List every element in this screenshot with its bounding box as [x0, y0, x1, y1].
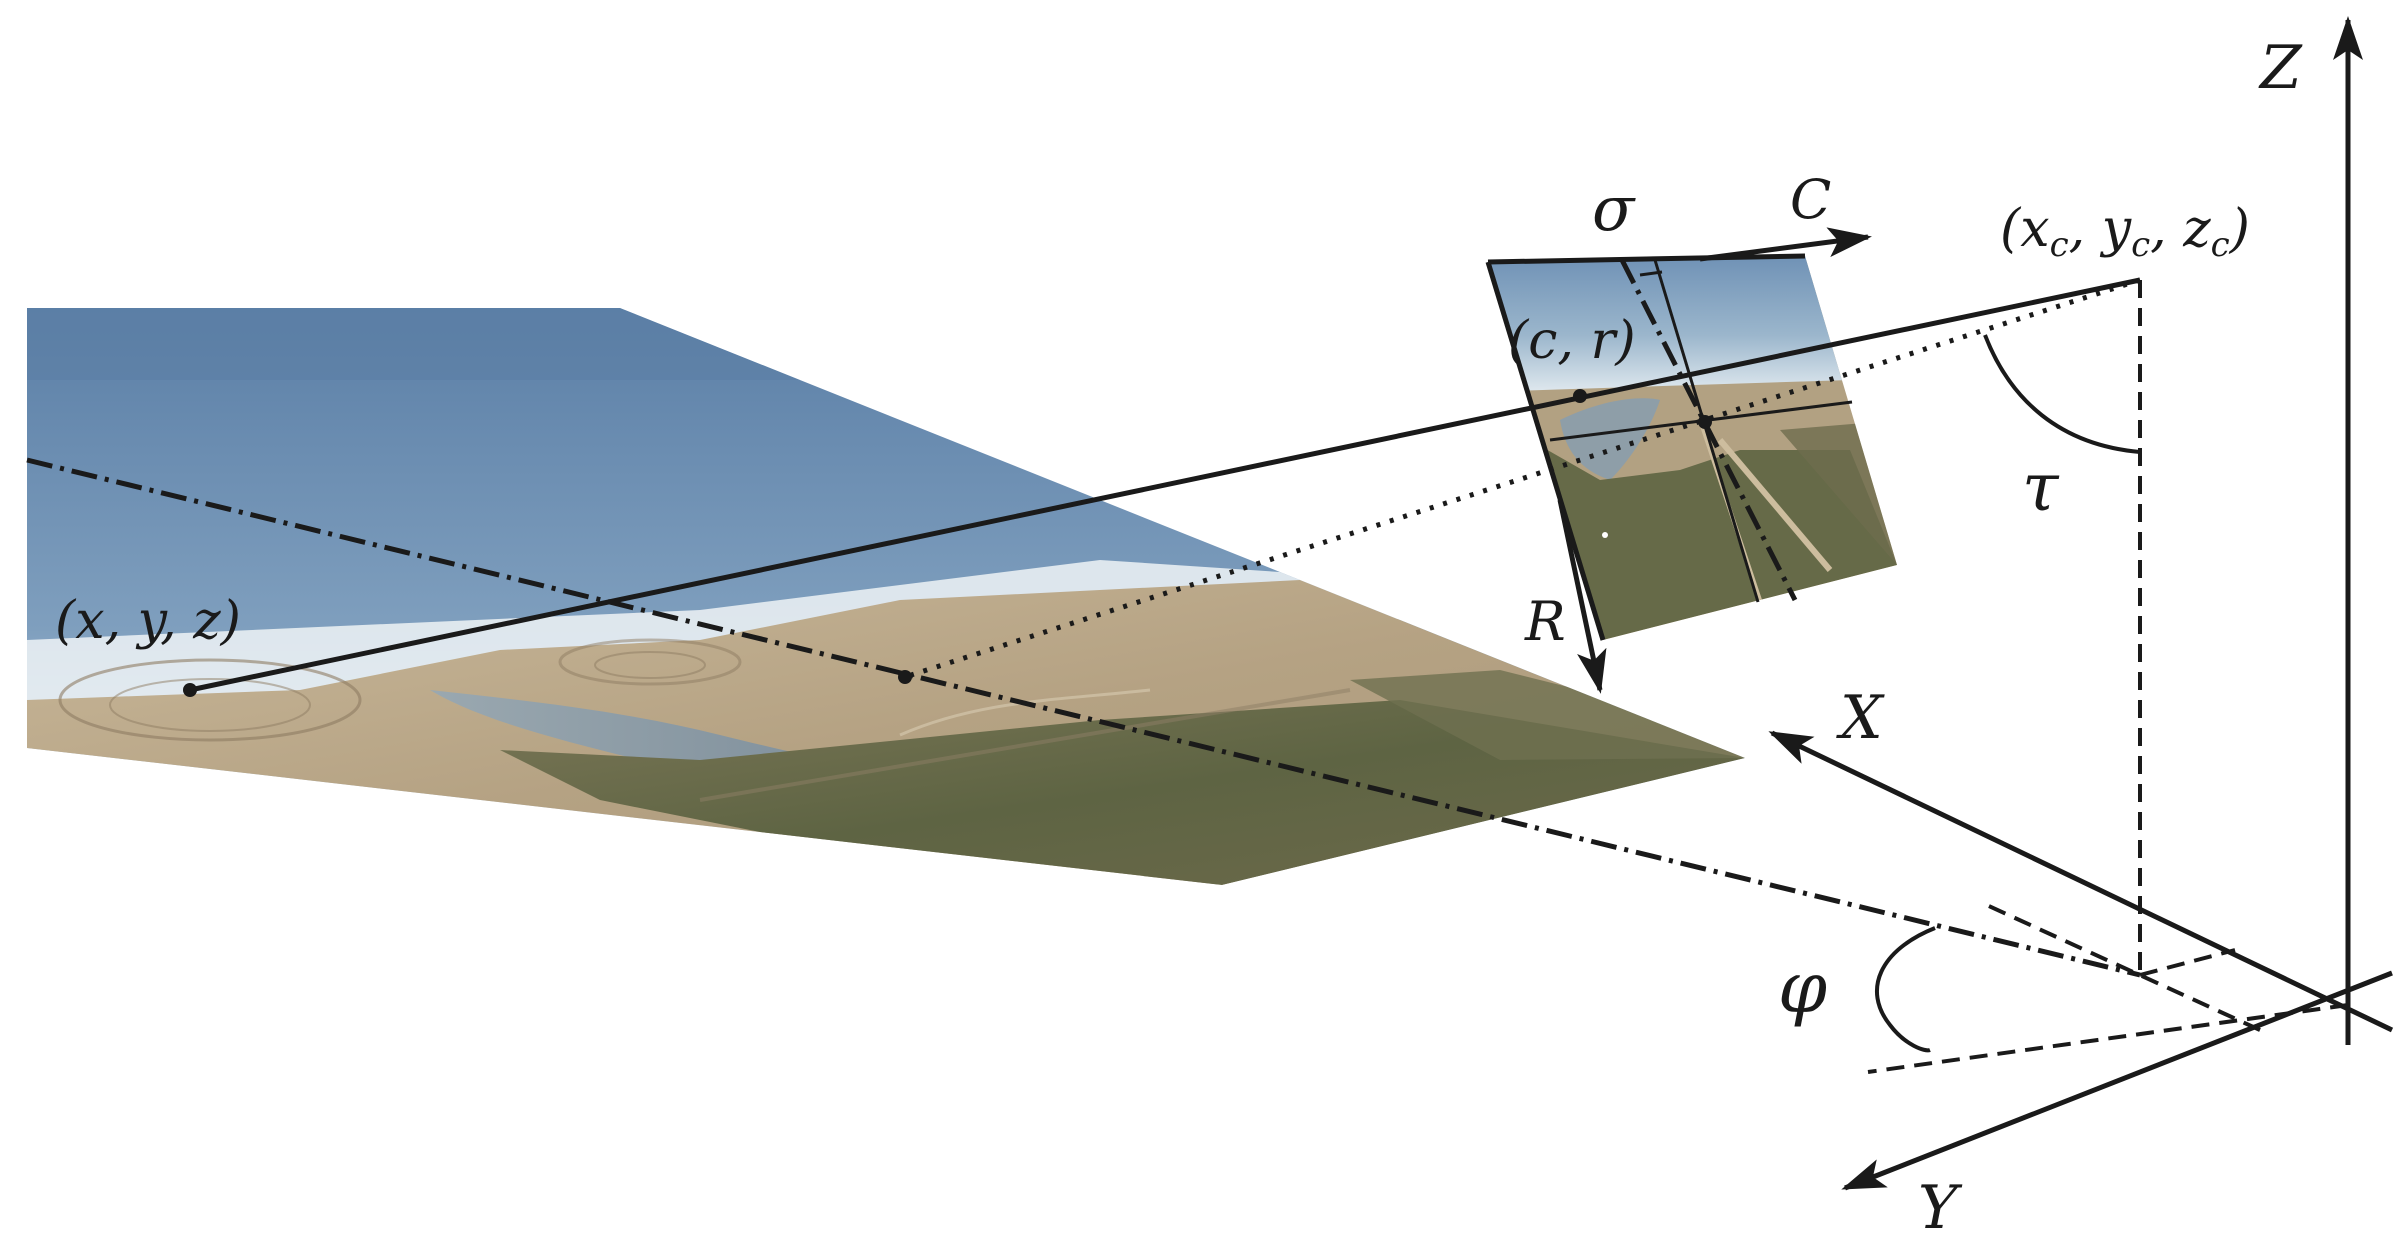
camera-image-top-edge: [1487, 253, 1806, 265]
camera-image-left-edge: [1485, 261, 1606, 641]
optical-axis-dashdot: [26, 457, 2141, 978]
image-principal-point: [1698, 415, 1712, 429]
image-column-axis: [1699, 227, 1872, 262]
camera-optical-axis-image: [1619, 258, 1798, 602]
ground-projection-dashed: [1867, 1003, 2349, 1074]
camera-center-label: (xc, yc, zc): [2000, 199, 2250, 265]
ground-principal-point: [898, 670, 912, 684]
image-row-label: R: [1524, 590, 1566, 653]
world-point-label: (x, y, z): [55, 591, 241, 651]
ground-projection-dashed-2: [1979, 900, 2261, 1032]
x-axis: [1768, 730, 2394, 1033]
tau-label: τ: [2022, 449, 2060, 526]
image-col-label: C: [1790, 168, 1831, 231]
ground-projection-dashed-3: [2139, 948, 2236, 977]
y-axis: [1841, 970, 2393, 1191]
image-row-axis: [1557, 499, 1607, 694]
tau-angle-arc: [1983, 334, 2141, 454]
phi-label: φ: [1778, 947, 1827, 1029]
sigma-label: σ: [1592, 172, 1636, 245]
image-point-label: (c, r): [1508, 311, 1636, 371]
axis-y-label: Y: [1918, 1173, 1963, 1243]
image-point-marker: [1573, 389, 1587, 403]
sigma-angle-arc: [1639, 270, 1663, 277]
camera-image: [1488, 256, 1897, 640]
projection-ray: [189, 277, 2141, 693]
world-point-marker: [183, 683, 197, 697]
principal-ray-dotted: [904, 277, 2141, 680]
axis-z-label: Z: [2258, 33, 2303, 103]
axis-x-label: X: [1836, 683, 1885, 753]
phi-angle-arc: [1874, 926, 1936, 1053]
